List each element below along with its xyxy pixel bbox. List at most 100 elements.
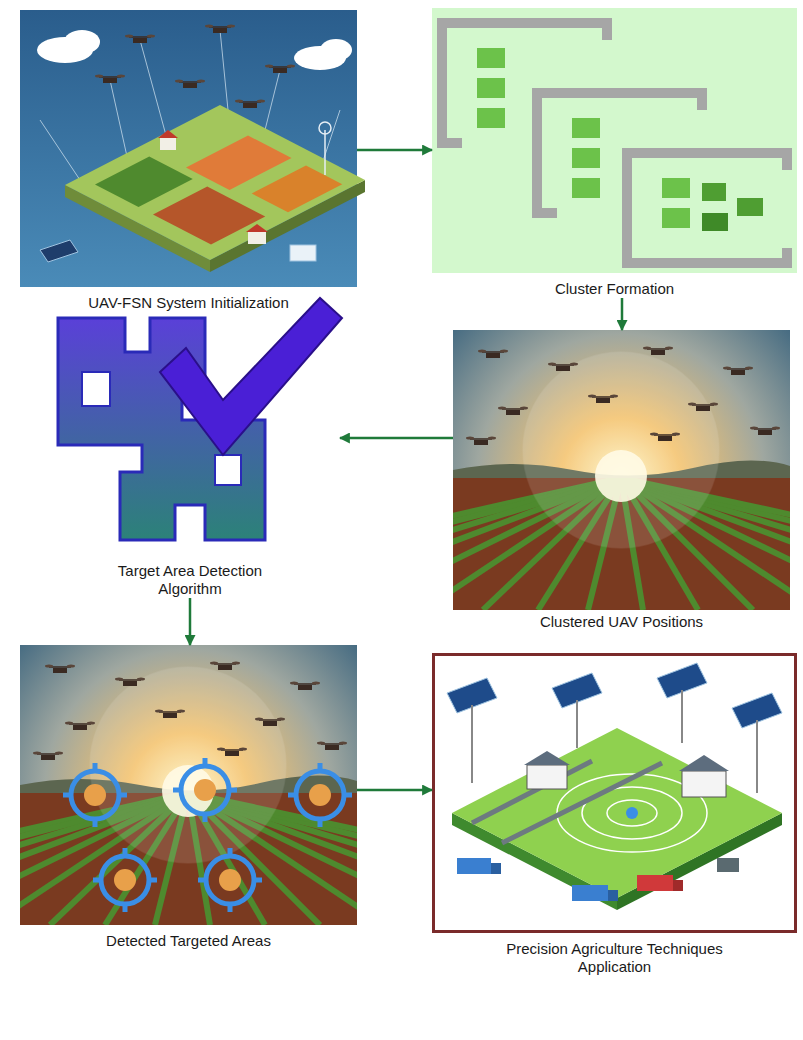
step-caption: Detected Targeted Areas	[24, 932, 354, 950]
precision-agriculture-illustration-part-part	[457, 858, 491, 874]
precision-agriculture-illustration-part	[626, 807, 638, 819]
step-caption: Clustered UAV Positions	[457, 613, 787, 631]
precision-agriculture-illustration-part-part	[607, 800, 657, 826]
algorithm-icon	[58, 298, 342, 540]
farm-network-illustration-part	[205, 25, 235, 34]
cluster-illustration	[432, 8, 797, 273]
process-panel: Clustered UAV Positions	[453, 330, 790, 631]
farm-network-illustration-part	[324, 130, 326, 175]
farm-network-illustration-part-part	[40, 120, 80, 180]
flow-arrow	[621, 298, 624, 330]
step-caption: Cluster Formation	[450, 280, 780, 298]
step-caption: UAV-FSN System Initialization	[24, 294, 354, 312]
cluster-illustration-part-part	[572, 148, 600, 168]
farm-network-illustration-part	[95, 75, 125, 84]
precision-agriculture-illustration-part	[472, 690, 757, 793]
farm-network-illustration-part	[252, 166, 343, 213]
flow-arrow	[357, 149, 432, 152]
precision-agriculture-illustration-part-part	[572, 885, 608, 901]
cluster-illustration-part-part	[477, 48, 505, 68]
illustration-frame	[20, 10, 357, 287]
algorithm-icon-part	[160, 298, 342, 455]
cluster-illustration-part-part	[627, 153, 787, 263]
precision-agriculture-illustration-part	[457, 858, 739, 901]
cluster-illustration-part-part	[737, 198, 763, 216]
farm-network-illustration-part	[64, 30, 100, 54]
precision-agriculture-illustration-part	[472, 761, 662, 843]
farm-network-illustration-part	[320, 39, 352, 61]
farm-network-illustration-part	[235, 100, 265, 109]
farm-network-illustration-part	[65, 105, 365, 260]
precision-agriculture-illustration-part	[682, 771, 726, 797]
flow-arrow	[340, 437, 453, 440]
cluster-illustration-part-part	[442, 23, 607, 143]
farm-network-illustration	[20, 10, 365, 287]
farm-network-illustration-part	[319, 122, 331, 134]
precision-agriculture-illustration-part-part	[681, 690, 683, 743]
farm-network-illustration-part	[248, 232, 266, 244]
precision-agriculture-illustration-part	[434, 655, 796, 932]
detected-targets-illustration-part-part	[84, 784, 106, 806]
cluster-illustration-part-part	[572, 178, 600, 198]
process-panel: Target Area Detection Algorithm	[40, 300, 340, 598]
step-caption: Precision Agriculture Techniques Applica…	[485, 940, 745, 976]
detected-targets-illustration-part-part	[206, 856, 254, 904]
detected-targets-illustration-part	[0, 645, 800, 925]
cluster-illustration-part-part	[702, 183, 726, 201]
farm-network-illustration-part	[40, 240, 78, 262]
flow-arrow	[189, 598, 192, 645]
cluster-illustration-part	[477, 48, 763, 231]
precision-agriculture-illustration-part-part	[576, 700, 578, 748]
cluster-illustration-part-part	[477, 78, 505, 98]
detected-targets-illustration-part-part	[71, 771, 119, 819]
detected-targets-illustration	[0, 645, 800, 925]
farm-network-illustration-part	[153, 187, 265, 245]
process-panel: UAV-FSN System Initialization	[20, 10, 357, 312]
algorithm-icon-part	[215, 455, 241, 485]
cluster-illustration-part-part	[662, 178, 690, 198]
detected-targets-illustration-part-part	[309, 784, 331, 806]
process-panel: Cluster Formation	[432, 8, 797, 298]
precision-agriculture-illustration-part-part	[717, 858, 739, 872]
cluster-illustration-part	[432, 8, 797, 273]
precision-agriculture-illustration	[434, 655, 796, 932]
precision-agriculture-illustration-part	[679, 755, 729, 771]
detected-targets-illustration-part-part	[63, 763, 127, 827]
farm-network-illustration-part	[158, 130, 178, 138]
precision-agriculture-illustration-part-part	[673, 880, 683, 891]
cluster-illustration-part-part	[662, 208, 690, 228]
precision-agriculture-illustration-part	[524, 751, 570, 765]
detected-targets-illustration-part-part	[219, 869, 241, 891]
farm-network-illustration-part	[265, 65, 295, 74]
algorithm-icon-part	[82, 372, 110, 406]
detected-targets-illustration-part-part	[101, 856, 149, 904]
precision-agriculture-illustration-part-part	[491, 863, 501, 874]
process-panel: Detected Targeted Areas	[20, 645, 357, 950]
farm-network-illustration-part	[175, 80, 205, 89]
farm-network-illustration-part	[160, 138, 176, 150]
detected-targets-illustration-part	[63, 758, 352, 912]
farm-network-illustration-part	[246, 224, 268, 232]
illustration-frame	[432, 8, 797, 273]
detected-targets-illustration-part-part	[173, 758, 237, 822]
process-panel: Precision Agriculture Techniques Applica…	[432, 653, 797, 976]
detected-targets-illustration-part-part	[194, 779, 216, 801]
precision-agriculture-illustration-part	[447, 663, 782, 728]
cluster-illustration-part-part	[572, 118, 600, 138]
farm-network-illustration-part	[95, 157, 193, 208]
cluster-illustration-part-part	[477, 108, 505, 128]
detected-targets-illustration-part-part	[288, 763, 352, 827]
farm-network-illustration-part	[290, 245, 316, 261]
detected-targets-illustration-part-part	[114, 869, 136, 891]
step-caption: Target Area Detection Algorithm	[90, 562, 290, 598]
illustration-frame	[453, 330, 790, 606]
detected-targets-illustration-part-part	[198, 848, 262, 912]
illustration-frame	[432, 653, 797, 933]
detected-targets-illustration-part	[84, 779, 331, 891]
precision-agriculture-illustration-part	[452, 728, 782, 898]
cluster-illustration-part-part	[702, 213, 728, 231]
flow-arrow	[357, 789, 432, 792]
